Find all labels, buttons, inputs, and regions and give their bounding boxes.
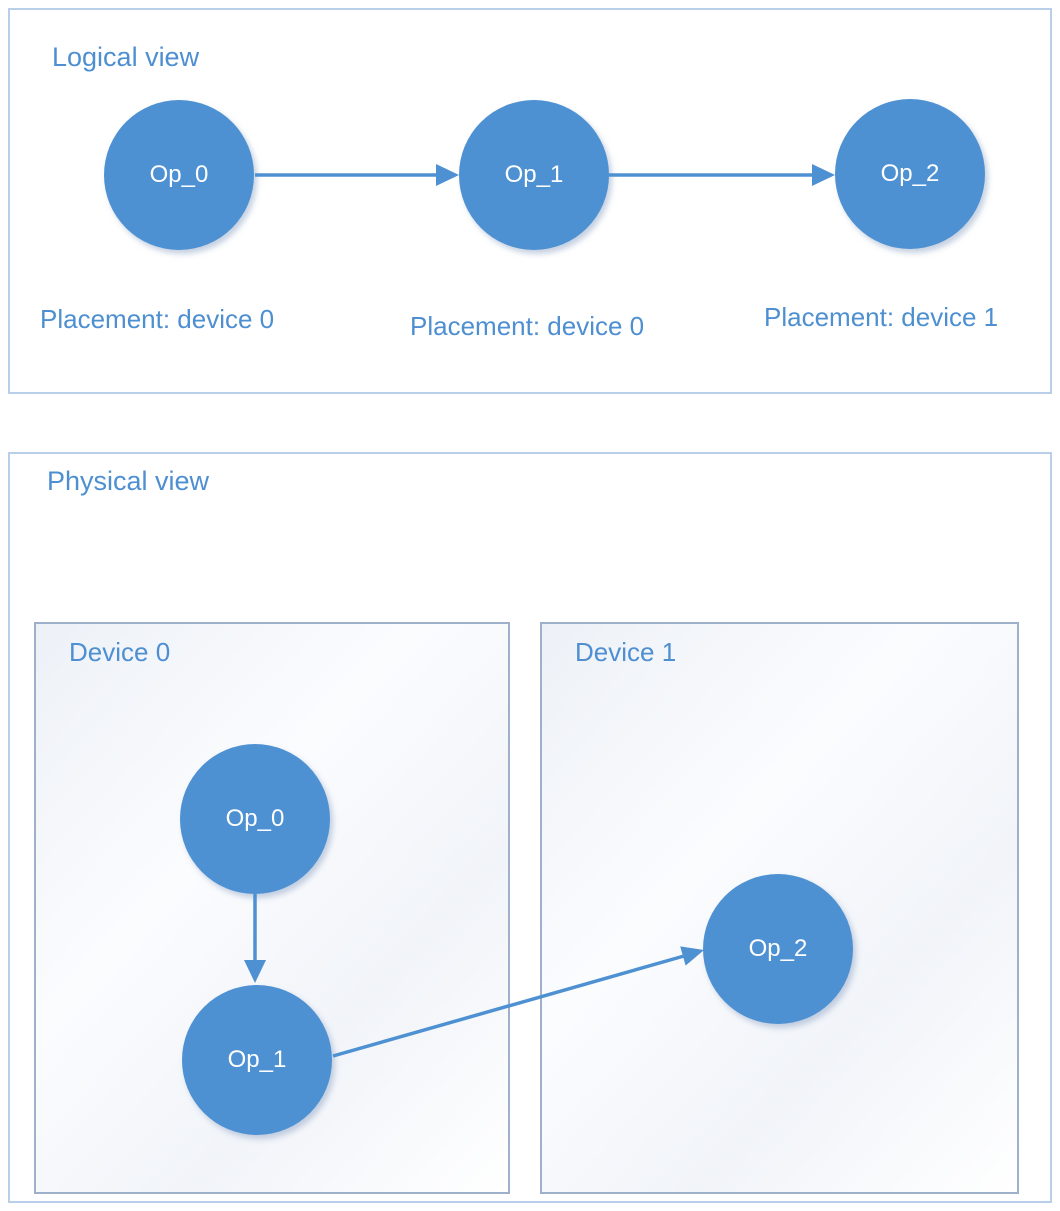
logical-node-op0-label: Op_0: [149, 161, 209, 188]
placement-label-op2: Placement: device 1: [764, 302, 999, 332]
placement-label-op1: Placement: device 0: [410, 311, 645, 341]
logical-node-op2-label: Op_2: [880, 160, 940, 187]
logical-node-op1: Op_1: [459, 100, 609, 250]
physical-view-title: Physical view: [47, 466, 210, 496]
logical-node-op0: Op_0: [104, 100, 254, 250]
physical-node-op1: Op_1: [182, 985, 332, 1135]
logical-view-title: Logical view: [52, 42, 200, 72]
physical-node-op2-label: Op_2: [748, 935, 808, 962]
logical-node-op1-label: Op_1: [504, 161, 564, 188]
arrow-op1-to-op2: [609, 164, 835, 186]
arrow-op0-to-op1: [255, 164, 459, 186]
device-1-label: Device 1: [575, 637, 677, 667]
logical-view-panel: Logical view Op_0 Op_1 Op_2 Placement: d…: [8, 8, 1052, 394]
device-0-label: Device 0: [69, 637, 171, 667]
physical-node-op0-label: Op_0: [225, 805, 285, 832]
physical-node-op2: Op_2: [703, 874, 853, 1024]
physical-node-op1-label: Op_1: [227, 1046, 287, 1073]
logical-node-op2: Op_2: [835, 99, 985, 249]
physical-view-panel: Physical view Device 0 Device 1 Op_0 Op_…: [8, 452, 1052, 1203]
physical-node-op0: Op_0: [180, 744, 330, 894]
placement-label-op0: Placement: device 0: [40, 304, 275, 334]
